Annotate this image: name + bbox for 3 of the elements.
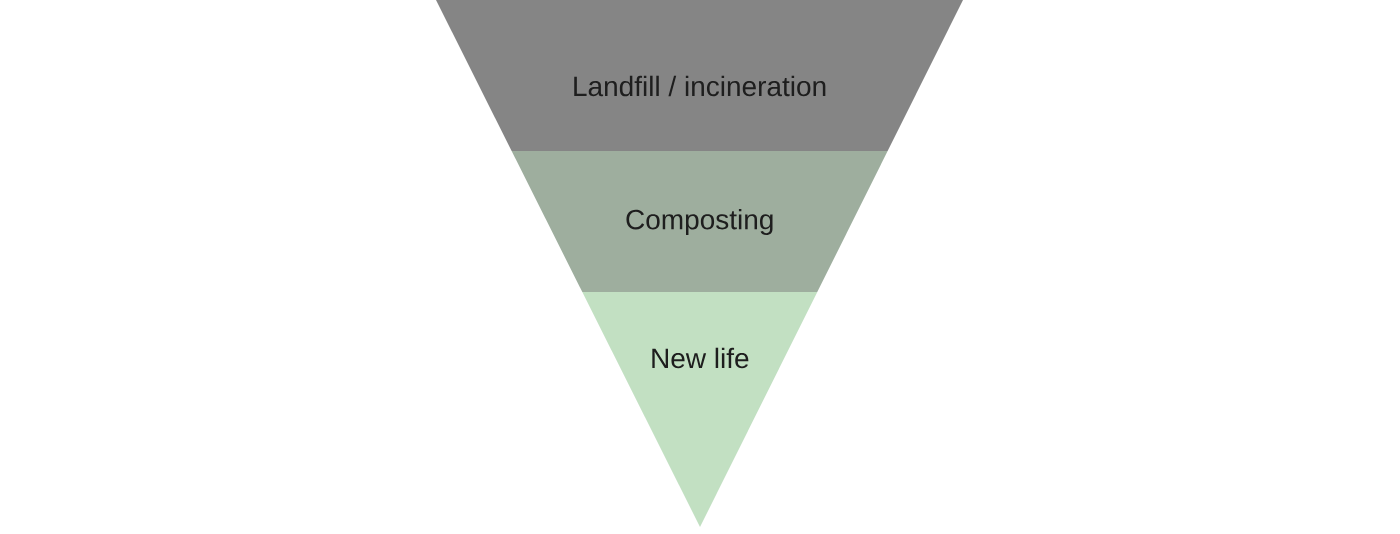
funnel-band: Composting xyxy=(511,151,888,292)
funnel-band: Landfill / incineration xyxy=(436,0,963,151)
funnel-band: New life xyxy=(582,292,818,527)
